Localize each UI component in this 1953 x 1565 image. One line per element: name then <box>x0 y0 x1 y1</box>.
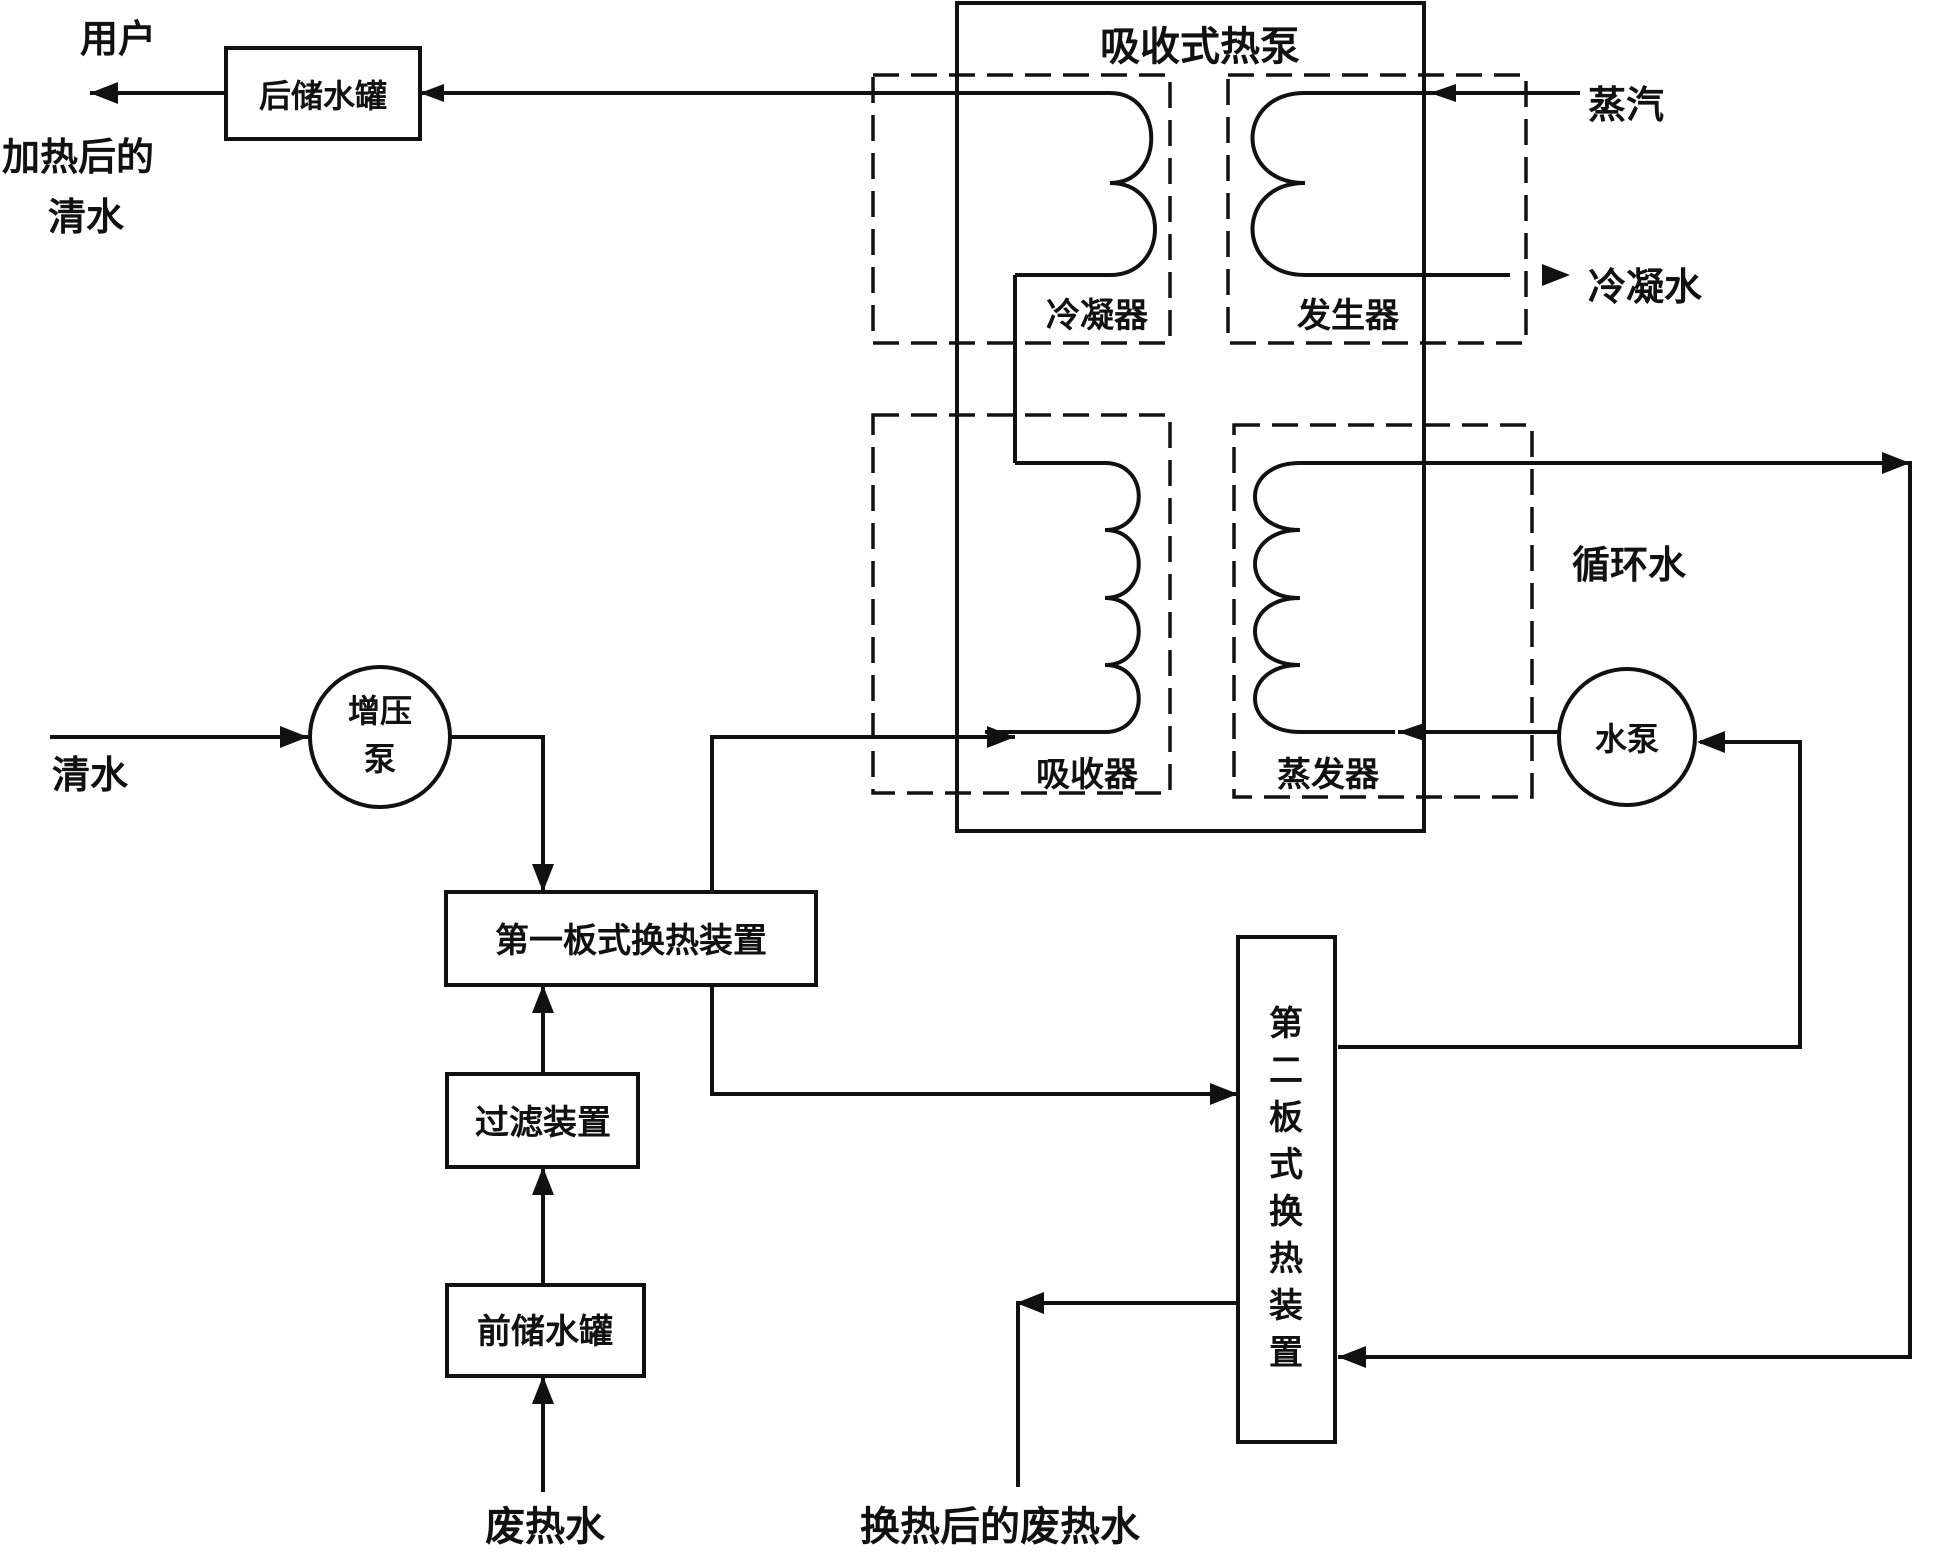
booster-pump-label-2: 泵 <box>364 740 396 778</box>
arrow-front-tank-up <box>532 1167 554 1195</box>
second-plate-heat-exchanger <box>1236 935 1337 1444</box>
steam-label: 蒸汽 <box>1588 83 1664 127</box>
arrow-waste-water-up <box>532 1376 554 1404</box>
water-pump <box>1557 667 1697 807</box>
condenser-coil <box>1015 91 1157 277</box>
generator-zone <box>1226 73 1528 345</box>
arrow-to-user <box>90 82 118 104</box>
arrow-circulating-corner <box>1882 452 1910 474</box>
arrow-steam-in <box>1430 84 1456 102</box>
evaporator-coil <box>1253 461 1430 734</box>
arrow-into-rear-tank <box>420 84 444 102</box>
heated-water-label-1: 加热后的 <box>2 135 154 179</box>
second-exchanger-char: 换 <box>1269 1192 1303 1232</box>
booster-pump <box>308 665 452 809</box>
arrow-into-evaporator <box>1398 723 1424 741</box>
evaporator-label: 蒸发器 <box>1277 755 1380 795</box>
generator-coil <box>1250 91 1510 277</box>
arrow-into-second-exchanger <box>1338 1346 1366 1368</box>
heat-pump-enclosure <box>955 1 1426 833</box>
condensate-label: 冷凝水 <box>1588 265 1703 309</box>
arrow-into-booster-pump <box>280 726 308 748</box>
arrow-exchanged-waste-water <box>1016 1292 1044 1314</box>
arrow-into-first-exchanger-top <box>532 864 554 892</box>
booster-to-first-exchanger <box>450 735 545 892</box>
absorber-zone <box>871 413 1172 795</box>
condenser-zone <box>871 73 1172 345</box>
second-exchanger-char: 置 <box>1269 1333 1303 1373</box>
rear-storage-tank-label: 后储水罐 <box>259 77 387 115</box>
water-pump-label: 水泵 <box>1595 720 1659 758</box>
filter-device-label: 过滤装置 <box>475 1103 611 1143</box>
user-label: 用户 <box>80 17 156 61</box>
arrow-into-water-pump <box>1697 731 1725 753</box>
first-plate-heat-exchanger <box>444 890 818 987</box>
absorber-coil <box>985 461 1141 734</box>
generator-label: 发生器 <box>1297 296 1400 336</box>
arrow-into-absorber <box>987 726 1015 748</box>
absorber-label: 吸收器 <box>1036 755 1139 795</box>
second-exchanger-char: 二 <box>1269 1051 1303 1091</box>
exchanged-waste-water-out <box>1016 1301 1238 1487</box>
exchanged-waste-heat-water-label: 换热后的废热水 <box>860 1504 1141 1550</box>
second-exchanger-to-pump <box>1338 740 1802 1049</box>
evaporator-zone <box>1232 423 1534 799</box>
second-exchanger-char: 热 <box>1269 1239 1303 1279</box>
arrow-into-second-exchanger-left <box>1210 1083 1238 1105</box>
first-exchanger-to-absorber <box>710 735 1015 892</box>
front-storage-tank <box>445 1283 646 1378</box>
circulating-water-out <box>1338 461 1912 1359</box>
heat-pump-title: 吸收式热泵 <box>1100 24 1300 70</box>
second-exchanger-char: 式 <box>1269 1145 1303 1185</box>
heated-water-label-2: 清水 <box>48 195 125 239</box>
front-storage-tank-label: 前储水罐 <box>477 1312 613 1352</box>
circulating-water-label: 循环水 <box>1572 543 1687 587</box>
condenser-label: 冷凝器 <box>1046 296 1149 336</box>
arrow-condensate-out <box>1542 264 1570 286</box>
clean-water-label: 清水 <box>52 753 129 797</box>
second-exchanger-char: 板 <box>1269 1098 1303 1138</box>
arrow-filter-up <box>532 985 554 1013</box>
waste-heat-water-label: 废热水 <box>485 1504 606 1550</box>
first-plate-heat-exchanger-label: 第一板式换热装置 <box>495 921 767 961</box>
second-exchanger-char: 装 <box>1269 1286 1303 1326</box>
second-exchanger-char: 第 <box>1269 1004 1303 1044</box>
second-plate-heat-exchanger-label: 第 二 板 式 换 热 装 置 <box>1269 1004 1303 1373</box>
first-exchanger-to-second-exchanger <box>710 985 1238 1096</box>
booster-pump-label-1: 增压 <box>348 692 412 730</box>
